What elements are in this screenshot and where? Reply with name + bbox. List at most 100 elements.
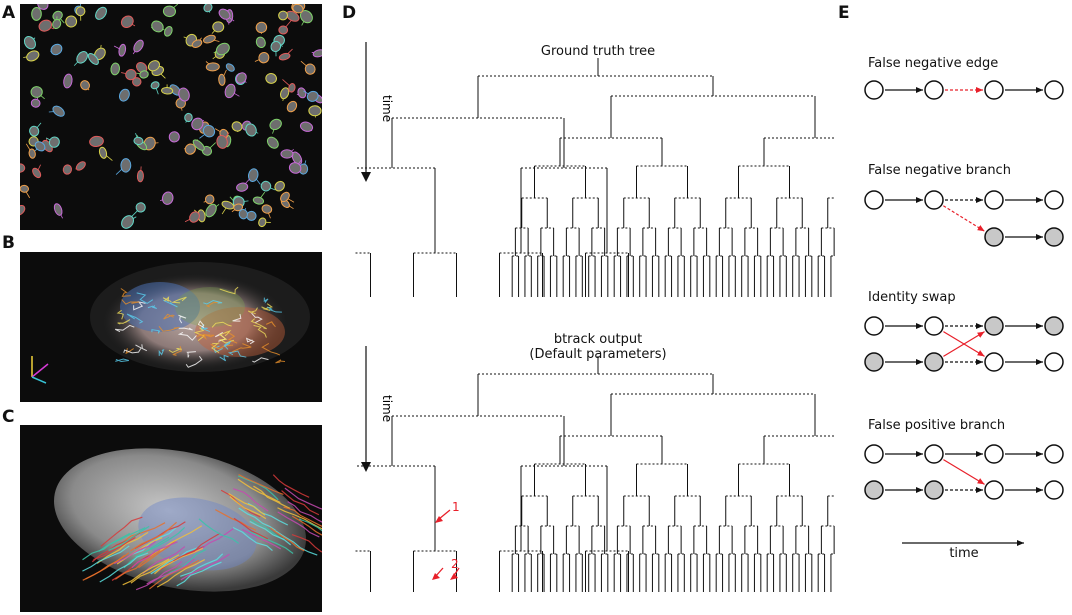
cell-nucleus bbox=[50, 43, 63, 56]
cell-nucleus bbox=[212, 21, 225, 33]
cell-track bbox=[218, 329, 232, 337]
cell-track bbox=[100, 516, 143, 547]
cell-track bbox=[198, 518, 239, 544]
cell-track bbox=[219, 354, 229, 362]
cell-track bbox=[122, 558, 170, 586]
cell-nucleus bbox=[139, 70, 149, 79]
cell-track bbox=[131, 541, 178, 569]
time-arrow-top bbox=[361, 42, 371, 182]
lineage-tree-panel: time time 1 2 bbox=[355, 42, 835, 592]
cell-track bbox=[178, 314, 187, 324]
cell-nucleus bbox=[278, 25, 289, 35]
cell-track bbox=[203, 300, 223, 305]
cell-nucleus bbox=[221, 200, 235, 210]
cell-track bbox=[232, 313, 242, 322]
cell-track bbox=[238, 507, 276, 531]
cell-nucleus bbox=[29, 125, 40, 137]
cell-track bbox=[253, 485, 291, 509]
cell-nucleus bbox=[30, 86, 43, 98]
error-edge bbox=[943, 331, 985, 357]
cell-nucleus bbox=[150, 81, 160, 90]
cell-track bbox=[237, 475, 279, 501]
cell-track bbox=[185, 355, 203, 368]
cell-track bbox=[163, 299, 178, 308]
cell-nucleus bbox=[80, 80, 90, 91]
cell-track bbox=[180, 553, 230, 581]
cell-nucleus bbox=[203, 34, 216, 44]
empty-node bbox=[1044, 480, 1064, 500]
cell-nucleus bbox=[184, 112, 193, 123]
cell-track bbox=[114, 324, 135, 333]
cell-track bbox=[283, 506, 322, 528]
empty-node bbox=[924, 444, 944, 464]
cell-track bbox=[82, 545, 130, 572]
cell-nucleus bbox=[30, 98, 41, 108]
btrack-title-line2: (Default parameters) bbox=[529, 347, 667, 362]
empty-node bbox=[864, 316, 884, 336]
cell-nucleus bbox=[118, 43, 127, 57]
cell-track bbox=[177, 331, 197, 341]
cell-track bbox=[126, 313, 144, 324]
cell-track bbox=[196, 334, 215, 338]
cell-track bbox=[219, 286, 239, 295]
cell-track bbox=[186, 351, 196, 358]
cell-track bbox=[162, 296, 172, 303]
empty-node bbox=[924, 80, 944, 100]
cell-nucleus bbox=[75, 6, 86, 17]
cell-nucleus bbox=[312, 49, 322, 58]
cell-track bbox=[211, 342, 220, 354]
cell-track bbox=[211, 321, 232, 328]
cell-nucleus bbox=[120, 158, 132, 173]
error-marker-2-label: 2 bbox=[451, 557, 459, 571]
cell-nucleus bbox=[233, 203, 244, 212]
cell-nucleus bbox=[245, 123, 257, 137]
cell-track bbox=[93, 536, 136, 561]
cell-track bbox=[253, 324, 267, 338]
error-marker-1-label: 1 bbox=[452, 500, 460, 514]
cell-nucleus bbox=[133, 136, 144, 146]
cell-nucleus bbox=[255, 21, 268, 34]
cell-nucleus bbox=[291, 151, 303, 165]
empty-node bbox=[984, 444, 1004, 464]
cell-nucleus bbox=[203, 4, 213, 13]
cell-nucleus bbox=[31, 7, 42, 21]
cell-track bbox=[251, 312, 263, 324]
cell-nucleus bbox=[231, 121, 243, 132]
cell-nucleus bbox=[192, 139, 205, 151]
cell-nucleus bbox=[269, 118, 282, 131]
cell-track bbox=[142, 546, 186, 575]
cell-nucleus bbox=[280, 149, 294, 159]
cell-nucleus bbox=[48, 136, 60, 148]
cell-track bbox=[158, 349, 165, 356]
empty-node bbox=[864, 190, 884, 210]
cell-nucleus bbox=[28, 148, 36, 159]
cell-nucleus bbox=[286, 100, 298, 113]
cell-nucleus bbox=[164, 26, 173, 37]
cell-track bbox=[232, 343, 252, 353]
cell-track bbox=[247, 307, 258, 315]
case-false-positive-branch-title: False positive branch bbox=[868, 418, 1006, 433]
cell-track bbox=[123, 348, 142, 354]
empty-node bbox=[984, 480, 1004, 500]
cell-track bbox=[138, 540, 176, 569]
cell-track bbox=[277, 507, 322, 530]
empty-node bbox=[984, 190, 1004, 210]
cell-nucleus bbox=[161, 191, 174, 205]
cell-tracking-svg bbox=[20, 4, 322, 229]
cell-tracking-image bbox=[20, 4, 322, 230]
cell-nucleus bbox=[52, 105, 65, 117]
cell-track bbox=[130, 554, 180, 584]
cell-track bbox=[96, 531, 149, 564]
ground-truth-title: Ground truth tree bbox=[540, 44, 656, 59]
cell-track bbox=[249, 520, 292, 546]
cell-nucleus bbox=[278, 52, 291, 61]
empty-node bbox=[984, 352, 1004, 372]
cell-track bbox=[265, 321, 276, 328]
cell-nucleus bbox=[216, 134, 228, 149]
filled-node bbox=[1044, 316, 1064, 336]
cell-nucleus bbox=[218, 73, 226, 86]
cell-track bbox=[238, 474, 284, 496]
cell-track bbox=[287, 501, 322, 523]
error-marker-1: 1 bbox=[435, 500, 460, 523]
cell-nucleus bbox=[280, 87, 290, 100]
